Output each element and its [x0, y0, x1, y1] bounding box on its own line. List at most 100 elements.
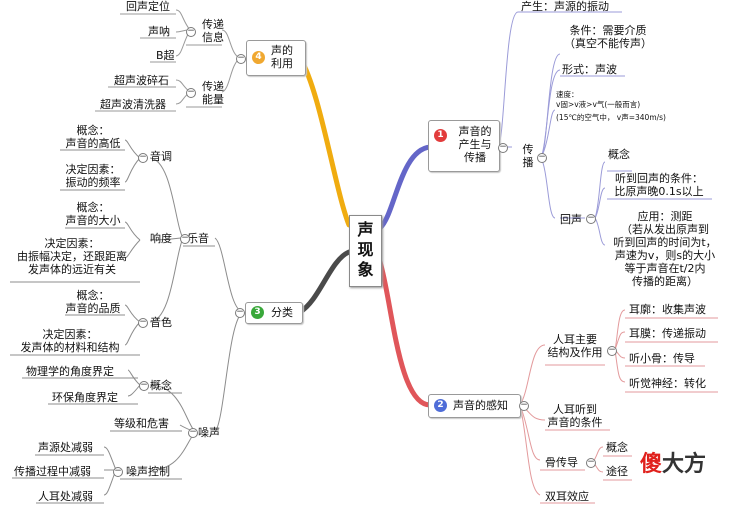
collapse-icon[interactable]: − [519, 400, 529, 411]
loudness-factor-line: 发声体的远近有关 [28, 263, 116, 276]
binaural-effect: 双耳效应 [545, 490, 589, 503]
echo-application-line: 传播的距离） [632, 275, 698, 288]
loudness-factor-line: 决定因素： [44, 237, 100, 250]
propagation-label: 传 播 [518, 143, 538, 169]
loudness-concept: 概念： 声音的大小 [58, 201, 128, 227]
echo-condition: 听到回声的条件： 比原声晚0.1s以上 [604, 172, 714, 198]
hearing-condition: 人耳听到 声音的条件 [540, 403, 610, 429]
hearing-condition-line: 声音的条件 [547, 416, 603, 429]
echo-application-line: 应用：测距 [637, 210, 693, 223]
branch1-title-line: 传播 [464, 151, 486, 164]
branch1-number-icon: 1 [434, 129, 447, 142]
timbre-concept-line: 声音的品质 [65, 302, 121, 315]
branch4-number-icon: 4 [252, 51, 265, 64]
energy-item: 超声波碎石 [114, 74, 169, 87]
echo-application: 应用：测距 （若从发出原声到 听到回声的时间为t， 声速为v，则s的大小 等于声… [603, 210, 727, 288]
collapse-icon[interactable]: − [586, 213, 596, 224]
branch2-connector [377, 259, 433, 408]
music-label: 乐音 [187, 232, 209, 245]
ear-label-line: 人耳主要 [553, 333, 597, 346]
loudness-concept-line: 概念： [76, 201, 110, 214]
bone-pathway: 途径 [606, 465, 628, 478]
collapse-icon[interactable]: − [586, 457, 596, 468]
branch3-node[interactable]: 3 分类 [245, 302, 303, 324]
site-logo: 傻大方 [640, 452, 706, 478]
collapse-icon[interactable]: − [138, 317, 148, 328]
branch1-title-line: 声音的 [458, 125, 492, 138]
noise-label: 噪声 [198, 426, 220, 439]
noise-level-harm: 等级和危害 [114, 417, 169, 430]
collapse-icon[interactable]: − [235, 307, 245, 318]
echo-application-line: 听到回声的时间为t， [613, 236, 717, 249]
logo-part: 傻 [640, 452, 663, 477]
collapse-icon[interactable]: − [186, 87, 196, 98]
branch2-title: 声音的感知 [453, 399, 508, 412]
collapse-icon[interactable]: − [113, 466, 123, 477]
energy-transfer-line: 能量 [202, 93, 224, 106]
noise-concept-item: 物理学的角度界定 [26, 365, 114, 378]
condition-line: 条件：需要介质 [569, 24, 647, 37]
collapse-icon[interactable]: − [236, 53, 246, 64]
energy-item: 超声波清洗器 [100, 98, 166, 111]
branch1-connector [377, 144, 433, 231]
bone-concept: 概念 [606, 441, 628, 454]
propagation-form: 形式：声波 [562, 63, 617, 76]
info-item: 回声定位 [126, 0, 170, 13]
ear-structure-label: 人耳主要 结构及作用 [540, 333, 610, 359]
propagation-label-line: 播 [522, 156, 534, 169]
branch4-title-line: 利用 [271, 57, 293, 70]
ear-item: 听小骨：传导 [629, 352, 695, 365]
echo-application-line: 声速为v，则s的大小 [614, 249, 716, 262]
ear-item: 听觉神经：转化 [629, 377, 706, 390]
bone-conduction-label: 骨传导 [545, 456, 578, 469]
ear-item: 耳膜：传递振动 [629, 327, 706, 340]
info-item: 声呐 [148, 25, 170, 38]
noise-control-item: 人耳处减弱 [38, 490, 93, 503]
info-transfer-line: 信息 [202, 31, 224, 44]
branch1-node[interactable]: 1 声音的 产生与 传播 [428, 120, 500, 172]
energy-transfer-line: 传递 [202, 80, 224, 93]
collapse-icon[interactable]: − [537, 152, 547, 163]
collapse-icon[interactable]: − [607, 345, 617, 356]
speed-line: 速度： [556, 90, 579, 99]
ear-label-line: 结构及作用 [547, 346, 603, 359]
collapse-icon[interactable]: − [188, 427, 198, 438]
noise-control-item: 声源处减弱 [38, 441, 93, 454]
timbre-label: 音色 [150, 316, 172, 329]
tone-concept-line: 声音的高低 [65, 137, 121, 150]
noise-concept-label: 概念 [150, 379, 172, 392]
branch4-connector [297, 55, 352, 228]
noise-control-label: 噪声控制 [126, 465, 170, 478]
center-topic[interactable]: 声 现 象 [349, 215, 382, 287]
branch4-title-line: 声的 [271, 44, 293, 57]
tone-concept-line: 概念： [76, 124, 110, 137]
tone-factor-line: 振动的频率 [65, 176, 121, 189]
loudness-factor-line: 由振幅决定，还跟距离 [17, 250, 127, 263]
echo-application-line: 等于声音在t/2内 [624, 262, 706, 275]
center-line-3: 象 [357, 260, 374, 279]
ear-item: 耳廓：收集声波 [629, 303, 706, 316]
branch2-node[interactable]: 2 声音的感知 [428, 394, 521, 418]
timbre-factor-line: 发声体的材料和结构 [20, 341, 120, 354]
loudness-concept-line: 声音的大小 [65, 214, 121, 227]
propagation-speed: 速度： v固>v液>v气(一般而言) (15℃的空气中， v声=340m/s) [556, 90, 666, 123]
echo-application-line: （若从发出原声到 [621, 223, 709, 236]
speed-line: v固>v液>v气(一般而言) [556, 100, 641, 109]
collapse-icon[interactable]: − [186, 26, 196, 37]
collapse-icon[interactable]: − [138, 152, 148, 163]
collapse-icon[interactable]: − [180, 233, 190, 244]
branch4-node[interactable]: 4 声的 利用 [246, 40, 306, 76]
timbre-concept: 概念： 声音的品质 [58, 289, 128, 315]
collapse-icon[interactable]: − [139, 380, 149, 391]
condition-line: （真空不能传声） [564, 37, 652, 50]
info-transfer-label: 传递 信息 [198, 18, 228, 44]
timbre-factor: 决定因素： 发声体的材料和结构 [10, 328, 130, 354]
collapse-icon[interactable]: − [498, 142, 508, 153]
loudness-factor: 决定因素： 由振幅决定，还跟距离 发声体的远近有关 [4, 237, 140, 276]
propagation-label-line: 传 [522, 143, 534, 156]
speed-line: (15℃的空气中， v声=340m/s) [556, 113, 666, 122]
timbre-factor-line: 决定因素： [42, 328, 98, 341]
echo-condition-line: 比原声晚0.1s以上 [614, 185, 704, 198]
hearing-condition-line: 人耳听到 [553, 403, 597, 416]
